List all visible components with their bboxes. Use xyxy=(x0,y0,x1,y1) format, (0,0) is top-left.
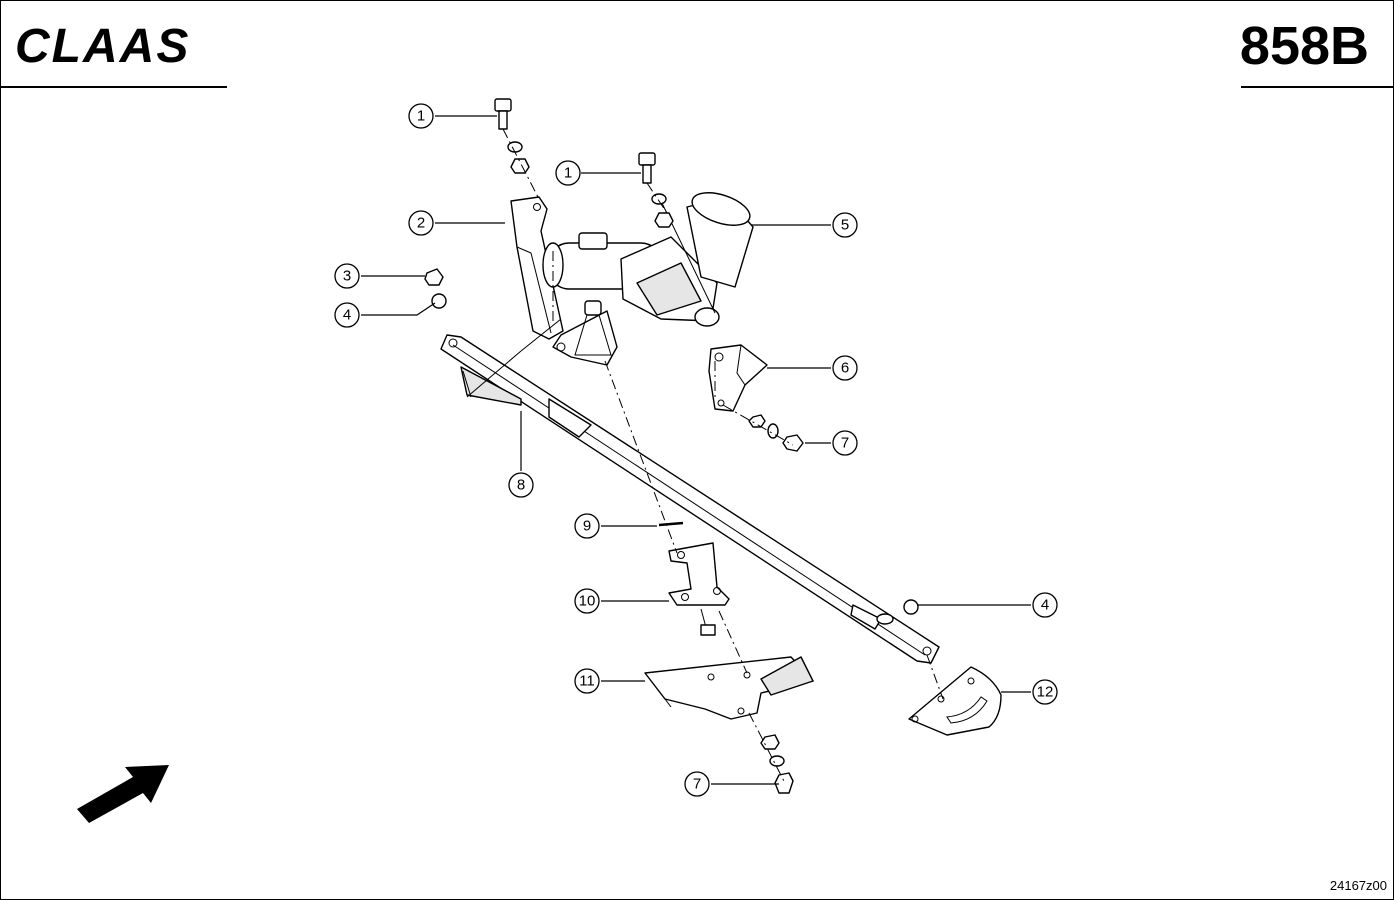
callout-label: 7 xyxy=(693,776,701,793)
fasteners xyxy=(424,98,919,794)
drawing-id: 24167z00 xyxy=(1329,878,1387,893)
callout-label: 6 xyxy=(841,360,849,377)
callout-label: 8 xyxy=(517,477,525,494)
assembly-lines xyxy=(502,128,944,784)
part-tube xyxy=(440,334,940,664)
callout-label: 11 xyxy=(579,673,595,690)
header-rule-right xyxy=(1241,86,1393,88)
callout-label: 3 xyxy=(343,268,351,285)
callout-label: 7 xyxy=(841,435,849,452)
callout-4b: 4 xyxy=(1032,592,1058,618)
callout-label: 4 xyxy=(1041,597,1049,614)
header-rule-left xyxy=(1,86,227,88)
callout-1b: 1 xyxy=(555,160,581,186)
callout-label: 2 xyxy=(417,215,425,232)
part-motor xyxy=(542,192,754,327)
callout-1a: 1 xyxy=(408,103,434,129)
callout-3: 3 xyxy=(334,263,360,289)
callout-11: 11 xyxy=(574,668,600,694)
part-motor-bracket xyxy=(708,344,768,412)
callout-label: 1 xyxy=(417,108,425,125)
callout-9: 9 xyxy=(574,513,600,539)
part-plate xyxy=(668,542,730,636)
callout-6: 6 xyxy=(832,355,858,381)
callout-label: 1 xyxy=(564,165,572,182)
callout-7a: 7 xyxy=(832,430,858,456)
part-lower-bracket xyxy=(644,656,814,720)
part-quadrant-plate xyxy=(908,666,1002,736)
brand-logo: CLAAS xyxy=(15,20,191,73)
callout-10: 10 xyxy=(574,588,600,614)
callout-12: 12 xyxy=(1032,679,1058,705)
part-bracket-arm xyxy=(466,196,564,398)
callout-label: 10 xyxy=(579,593,596,610)
part-pivot-bracket xyxy=(552,300,618,366)
leader-lines xyxy=(361,115,1031,785)
callout-label: 9 xyxy=(583,518,591,535)
callout-8: 8 xyxy=(508,472,534,498)
direction-arrow-icon xyxy=(77,765,169,823)
callout-label: 5 xyxy=(841,217,849,234)
callout-2: 2 xyxy=(408,210,434,236)
page-code: 858B xyxy=(1239,16,1369,76)
callout-7b: 7 xyxy=(684,771,710,797)
callout-4a: 4 xyxy=(334,302,360,328)
callout-5: 5 xyxy=(832,212,858,238)
callout-label: 4 xyxy=(343,307,351,324)
callout-label: 12 xyxy=(1037,684,1054,701)
